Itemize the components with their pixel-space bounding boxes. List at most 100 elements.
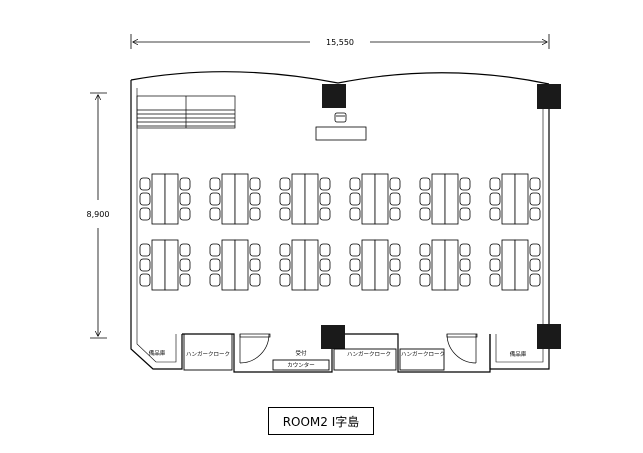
- chair-left: [209, 273, 221, 287]
- chair-right: [319, 243, 331, 257]
- chair-right: [179, 192, 191, 206]
- chair-left: [489, 258, 501, 272]
- table-left: [431, 239, 446, 291]
- chair-right: [179, 273, 191, 287]
- chair-right: [249, 243, 261, 257]
- chair-left: [349, 243, 361, 257]
- chair-left: [419, 192, 431, 206]
- table-right: [164, 173, 179, 225]
- doors: [239, 333, 478, 364]
- chair-right: [249, 177, 261, 191]
- table-group-11: [419, 239, 471, 291]
- table-left: [221, 173, 236, 225]
- chair-right: [389, 273, 401, 287]
- chair-right: [459, 177, 471, 191]
- table-group-1: [139, 173, 191, 225]
- layout-caption: ROOM2 I字島: [268, 407, 374, 435]
- lectern: [315, 112, 367, 141]
- chair-left: [209, 258, 221, 272]
- table-group-8: [209, 239, 261, 291]
- chair-right: [319, 177, 331, 191]
- table-group-2: [209, 173, 261, 225]
- table-group-7: [139, 239, 191, 291]
- chair-left: [419, 177, 431, 191]
- chair-right: [529, 192, 541, 206]
- hanger-1-label: ハンガークローク: [186, 350, 230, 358]
- service-partitions: [183, 333, 445, 371]
- table-right: [164, 239, 179, 291]
- table-left: [431, 173, 446, 225]
- table-right: [444, 173, 459, 225]
- chair-left: [139, 243, 151, 257]
- chair-left: [349, 207, 361, 221]
- chair-right: [459, 258, 471, 272]
- column-top-center: [322, 84, 346, 108]
- table-group-10: [349, 239, 401, 291]
- height-dimension: 8,900: [87, 92, 110, 339]
- table-group-6: [489, 173, 541, 225]
- chair-right: [249, 192, 261, 206]
- width-label: 15,550: [326, 38, 354, 47]
- chair-right: [459, 192, 471, 206]
- chair-right: [529, 258, 541, 272]
- chair-left: [489, 192, 501, 206]
- chair-right: [249, 258, 261, 272]
- table-right: [514, 173, 529, 225]
- counter-label: カウンター: [287, 361, 315, 369]
- table-left: [151, 173, 166, 225]
- chair-left: [209, 243, 221, 257]
- chair-left: [349, 273, 361, 287]
- room-walls: [130, 71, 550, 373]
- structural-columns: [321, 84, 561, 349]
- chair-left: [139, 207, 151, 221]
- chair-left: [279, 177, 291, 191]
- table-right: [304, 173, 319, 225]
- table-left: [501, 173, 516, 225]
- chair-right: [319, 258, 331, 272]
- table-right: [514, 239, 529, 291]
- chair-right: [179, 258, 191, 272]
- chair-left: [419, 207, 431, 221]
- chair-right: [179, 207, 191, 221]
- chair-left: [279, 207, 291, 221]
- chair-left: [139, 273, 151, 287]
- table-group-9: [279, 239, 331, 291]
- column-bottom-right: [537, 324, 561, 349]
- table-left: [151, 239, 166, 291]
- chair-left: [139, 258, 151, 272]
- height-label: 8,900: [87, 210, 110, 219]
- chair-left: [349, 192, 361, 206]
- chair-right: [389, 192, 401, 206]
- chair-right: [249, 207, 261, 221]
- table-left: [501, 239, 516, 291]
- table-right: [374, 239, 389, 291]
- table-right: [234, 239, 249, 291]
- chair-right: [529, 243, 541, 257]
- table-group-5: [419, 173, 471, 225]
- column-bottom-center: [321, 325, 345, 349]
- hanger-3-label: ハンガークローク: [401, 350, 445, 358]
- table-group-3: [279, 173, 331, 225]
- table-left: [291, 173, 306, 225]
- chair-left: [209, 192, 221, 206]
- table-left: [221, 239, 236, 291]
- chair-left: [279, 258, 291, 272]
- chair-right: [319, 207, 331, 221]
- chair-right: [179, 243, 191, 257]
- storage-right-label: 備品庫: [510, 350, 527, 358]
- chair-left: [209, 207, 221, 221]
- chair-left: [489, 243, 501, 257]
- chair-right: [249, 273, 261, 287]
- chair-left: [279, 192, 291, 206]
- table-right: [444, 239, 459, 291]
- width-dimension: 15,550: [130, 34, 550, 49]
- chair-right: [529, 177, 541, 191]
- table-groups: [139, 173, 541, 291]
- table-left: [361, 239, 376, 291]
- chair-right: [529, 273, 541, 287]
- column-top-right: [537, 84, 561, 109]
- chair-right: [389, 207, 401, 221]
- chair-right: [319, 273, 331, 287]
- whiteboard: [136, 95, 236, 129]
